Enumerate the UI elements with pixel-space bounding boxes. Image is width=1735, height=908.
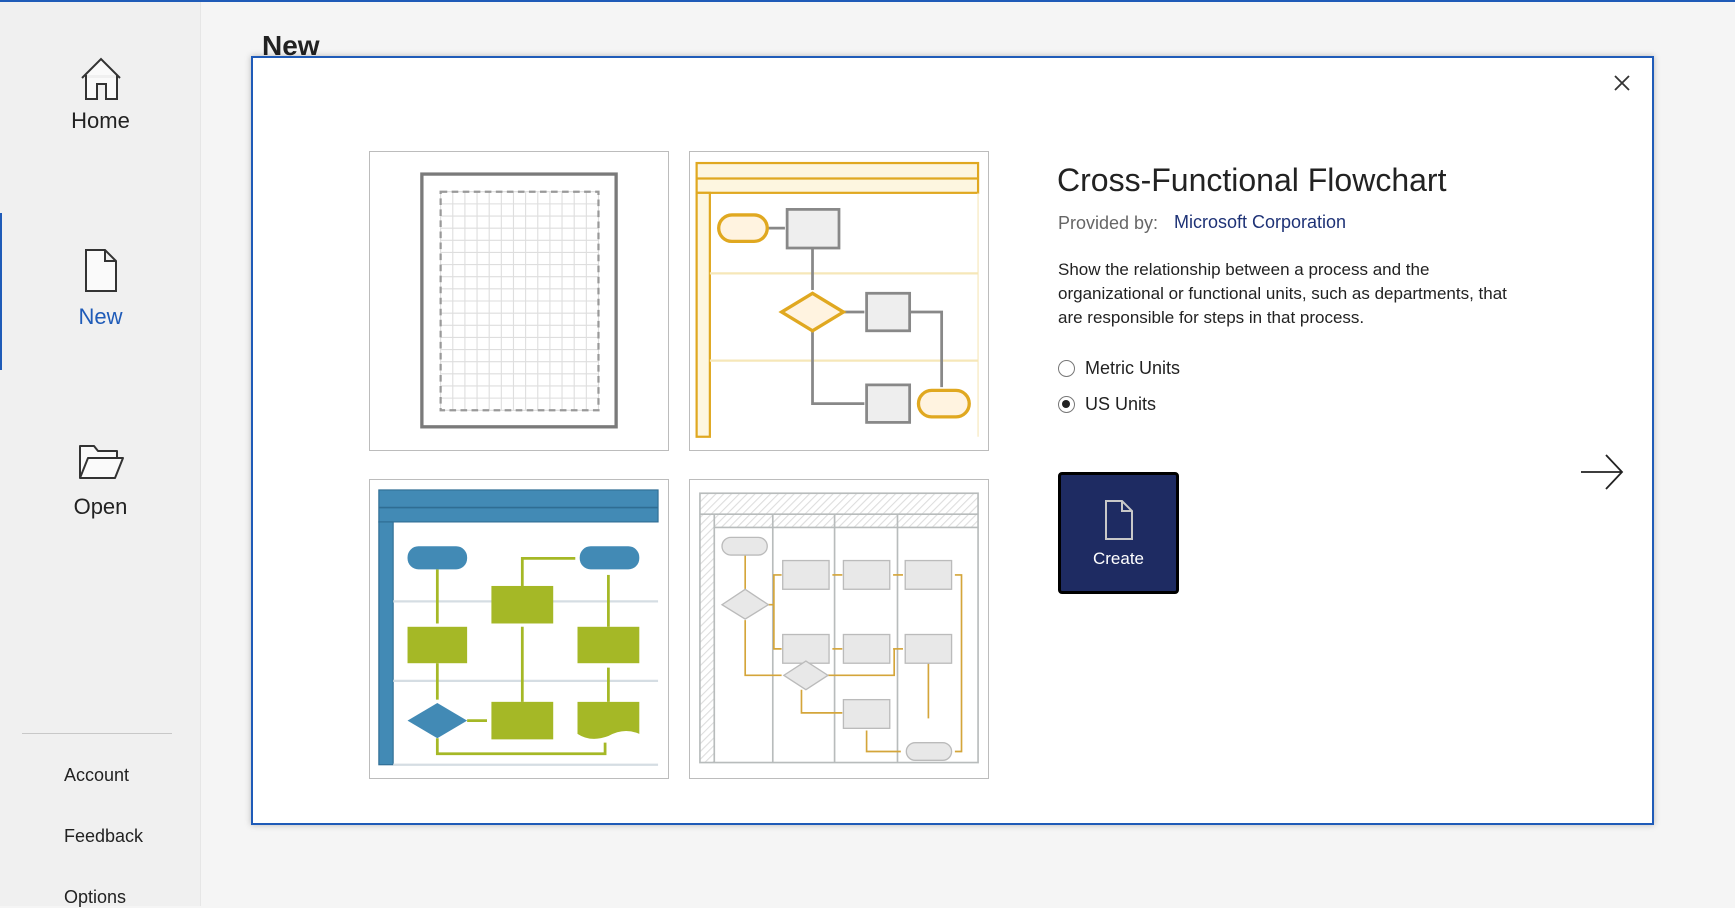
home-icon [80, 57, 121, 100]
create-button[interactable]: Create [1058, 472, 1179, 594]
thumbnail-cross-functional-orange[interactable] [689, 151, 989, 451]
radio-circle-checked [1058, 396, 1075, 413]
new-document-icon [1104, 500, 1133, 540]
thumbnail-cross-functional-gray[interactable] [689, 479, 989, 779]
us-units-radio[interactable]: US Units [1058, 394, 1156, 415]
template-title: Cross-Functional Flowchart [1057, 162, 1447, 198]
sidebar-item-feedback[interactable]: Feedback [64, 826, 144, 846]
sidebar-item-label: Open [73, 494, 128, 519]
blank-page-preview [420, 172, 618, 429]
sidebar-item-new[interactable]: New [0, 248, 201, 330]
folder-open-icon [78, 445, 124, 479]
provider-link[interactable]: Microsoft Corporation [1174, 212, 1347, 232]
next-template-button[interactable] [1579, 450, 1625, 494]
sidebar-item-open[interactable]: Open [0, 442, 201, 520]
sidebar-item-account[interactable]: Account [64, 765, 130, 785]
sidebar: Home New Open Account Feedback Options [0, 2, 201, 907]
radio-circle [1058, 360, 1075, 377]
page-title: New [262, 30, 320, 61]
radio-label: US Units [1085, 394, 1157, 414]
close-icon [1614, 75, 1630, 91]
sidebar-item-label: Home [71, 108, 130, 133]
sidebar-item-options[interactable]: Options [64, 887, 127, 907]
new-document-icon [84, 249, 117, 292]
sidebar-item-home[interactable]: Home [0, 56, 201, 134]
radio-label: Metric Units [1085, 358, 1181, 378]
arrow-right-icon [1581, 454, 1624, 490]
create-label: Create [1092, 549, 1145, 568]
top-accent-line [0, 0, 1735, 2]
flowchart-orange-preview [695, 161, 980, 438]
metric-units-radio[interactable]: Metric Units [1058, 358, 1180, 379]
flowchart-blue-green-preview [378, 489, 659, 766]
close-button[interactable] [1607, 68, 1637, 98]
sidebar-item-label: New [78, 304, 123, 329]
thumbnail-cross-functional-blue[interactable] [369, 479, 669, 779]
template-description: Show the relationship between a process … [1058, 260, 1507, 327]
thumbnail-blank[interactable] [369, 151, 669, 451]
template-preview-dialog: Cross-Functional Flowchart Provided by: … [251, 56, 1654, 825]
selected-indicator [0, 213, 2, 370]
provided-by-label: Provided by: [1058, 213, 1159, 233]
flowchart-gray-preview [699, 492, 979, 764]
sidebar-divider [22, 733, 172, 734]
